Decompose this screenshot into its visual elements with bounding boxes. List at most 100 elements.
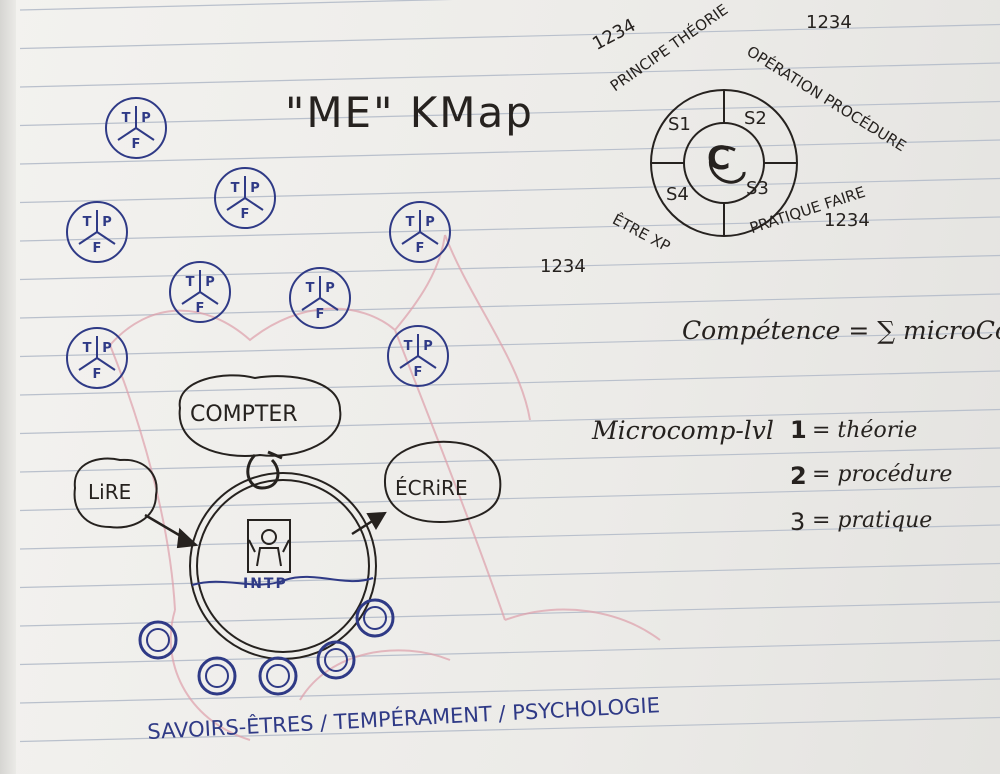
- tpf-letter-f: F: [93, 241, 102, 256]
- lire-bubble: [73, 457, 158, 529]
- ruled-line: [19, 678, 1000, 704]
- lire-arrowhead: [176, 527, 199, 549]
- tpf-badge-divider: [78, 210, 116, 245]
- page-binding: [0, 0, 16, 774]
- temperament-dot: [258, 656, 298, 696]
- tpf-badge-divider: [117, 106, 155, 141]
- temperament-dot: [138, 620, 178, 660]
- wheel-levels-s4: 1234: [540, 256, 586, 277]
- compter-label: COMPTER: [190, 402, 298, 427]
- temperament-dot-outer: [138, 620, 178, 660]
- tpf-badge-divider: [399, 334, 437, 369]
- temperament-dot-outer: [258, 656, 298, 696]
- microcomp-level-2-num: 2: [790, 462, 807, 490]
- wheel-levels-s2: 1234: [806, 12, 852, 33]
- temperament-dot-inner: [205, 664, 229, 688]
- tpf-badge-divider: [226, 176, 264, 211]
- tpf-letter-p: P: [325, 281, 335, 296]
- ruled-line: [19, 562, 1000, 589]
- tpf-letter-t: T: [122, 111, 131, 126]
- temperament-dots: [138, 598, 395, 696]
- tpf-badge-ring: [105, 97, 167, 159]
- tpf-badge-ring: [289, 267, 351, 329]
- tpf-letter-f: F: [241, 207, 250, 222]
- tpf-badge-divider: [181, 270, 219, 305]
- tpf-badge-ring: [169, 261, 231, 323]
- intp-circle: [189, 472, 377, 660]
- wheel-core-label: C: [707, 139, 731, 177]
- tpf-letter-t: T: [83, 215, 92, 230]
- ruled-line: [19, 485, 1000, 512]
- tpf-letter-p: P: [425, 215, 435, 230]
- microcomp-level-3-num: 3: [790, 508, 806, 536]
- ruled-lines: [19, 0, 1000, 743]
- portrait-frame: [247, 519, 291, 573]
- ecrire-bubble: [383, 440, 502, 524]
- tpf-letter-t: T: [306, 281, 315, 296]
- tpf-badge-divider: [78, 336, 116, 371]
- tpf-letter-f: F: [196, 301, 205, 316]
- temperament-dot-outer: [316, 640, 356, 680]
- ecrire-arrowhead: [366, 511, 387, 530]
- ruled-line: [19, 62, 1000, 88]
- temperament-dot-inner: [324, 648, 348, 672]
- tpf-badge-ring: [389, 201, 451, 263]
- ruled-line: [19, 370, 1000, 396]
- temperament-dot-inner: [146, 628, 170, 652]
- ruled-line: [19, 716, 1000, 743]
- wheel-sector-s3: S3: [746, 178, 769, 199]
- ruled-line: [19, 601, 1000, 627]
- temperament-dot: [316, 640, 356, 680]
- tpf-letter-f: F: [416, 241, 425, 256]
- ruled-line: [19, 177, 1000, 204]
- tpf-letter-t: T: [404, 339, 413, 354]
- tpf-letter-f: F: [132, 137, 141, 152]
- portrait-body: [248, 539, 290, 567]
- temperament-dot-outer: [355, 598, 395, 638]
- microcomp-level-3-text: = pratique: [812, 508, 933, 533]
- ruled-line: [19, 100, 1000, 127]
- tpf-badge-ring: [66, 201, 128, 263]
- competence-formula: Compétence = ∑ microComp: [682, 316, 1000, 345]
- intp-wave: [191, 575, 374, 586]
- microcomp-level-1-text: = théorie: [812, 418, 918, 443]
- ecrire-label: ÉCRiRE: [395, 476, 468, 500]
- ruled-line: [19, 23, 1000, 50]
- temperament-dot-inner: [363, 606, 387, 630]
- lire-label: LiRE: [88, 480, 132, 504]
- portrait-head: [261, 529, 277, 545]
- ruled-line: [19, 447, 1000, 473]
- page-title: "ME" KMap: [285, 88, 534, 137]
- tpf-letter-t: T: [231, 181, 240, 196]
- ruled-line: [19, 0, 453, 11]
- wheel-levels-s3: 1234: [824, 210, 870, 231]
- tpf-letter-t: T: [186, 275, 195, 290]
- tpf-letter-p: P: [250, 181, 260, 196]
- microcomp-level-2-text: = procédure: [812, 462, 953, 487]
- ruled-line: [19, 639, 1000, 666]
- tpf-letter-t: T: [406, 215, 415, 230]
- temperament-dot-outer: [197, 656, 237, 696]
- intp-label: INTP: [243, 576, 288, 592]
- tpf-badge-ring: [387, 325, 449, 387]
- tpf-badge-ring: [66, 327, 128, 389]
- ruled-line: [19, 254, 1000, 281]
- tpf-badge-divider: [401, 210, 439, 245]
- temperament-dot: [355, 598, 395, 638]
- tpf-letter-p: P: [205, 275, 215, 290]
- intp-circle-inner: [196, 479, 370, 653]
- compter-link-tick: [267, 450, 283, 460]
- ruled-line: [19, 293, 1000, 319]
- wheel-sector-s1: S1: [668, 114, 691, 135]
